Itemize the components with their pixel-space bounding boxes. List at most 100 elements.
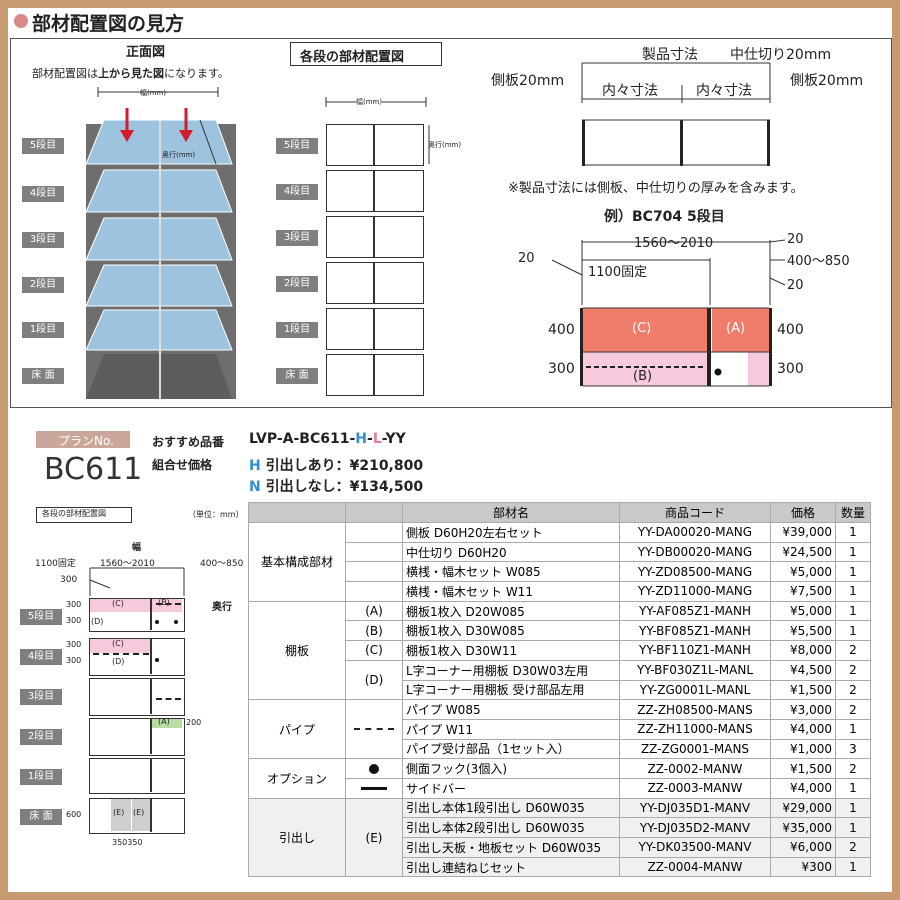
mini-2-a: [152, 719, 182, 728]
row-qty: 2: [835, 699, 871, 720]
example-title: 例）BC704 5段目: [604, 209, 725, 225]
mini-shelf-2: 2段目: [20, 729, 62, 745]
example-c: (C): [632, 321, 652, 336]
table-row: オプション 側面フック(3個入) ZZ-0002-MANW ¥1,500 2: [248, 758, 871, 799]
row-qty: 2: [835, 837, 871, 858]
row-price: ¥4,000: [770, 777, 836, 799]
price-with-drawer: H 引出しあり：¥210,800: [249, 458, 424, 474]
sidebar-symbol-icon: [345, 777, 403, 799]
col-header-symbol: [345, 502, 403, 523]
mini-shelf-4: 4段目: [20, 649, 62, 665]
mini-300: 300: [60, 575, 78, 585]
dim-divider: 中仕切り20mm: [730, 47, 832, 63]
col-header-qty: 数量: [835, 502, 871, 523]
mini-dim-lines: [89, 567, 185, 596]
mini-floor-e2-label: (E): [133, 808, 145, 817]
layout-title-box: [290, 42, 442, 66]
row-price: ¥35,000: [770, 817, 836, 838]
row-qty: 1: [835, 718, 871, 740]
group-option: オプション: [248, 758, 346, 799]
row-code: YY-BF030Z1L-MANL: [619, 659, 771, 681]
table-row: (C) 棚板1枚入 D30W11 YY-BF110Z1-MANH ¥8,000 …: [249, 640, 871, 661]
example-right-range: 400～850: [787, 254, 850, 269]
row-name: 横桟・幅木セット W11: [402, 581, 620, 602]
row-symbol: (B): [345, 620, 403, 642]
mini-right-range: 400～850: [200, 559, 244, 569]
mini-floor-600: 600: [66, 810, 82, 819]
mini-5-b-label: (B): [158, 598, 170, 607]
mini-shelf-5: 5段目: [20, 609, 62, 625]
example-right20a: 20: [787, 232, 804, 247]
row-code: YY-DA00020-MANG: [619, 522, 771, 543]
mini-4-c: [90, 639, 150, 653]
front-shelf-floor: 床 面: [22, 368, 64, 384]
layout-shelf-5: 5段目: [276, 138, 318, 154]
dim-note: ※製品寸法には側板、中仕切りの厚みを含みます。: [508, 181, 804, 196]
mini-floor-e2: [132, 799, 152, 831]
example-diagram: [551, 239, 786, 387]
row-price: ¥7,500: [770, 581, 836, 602]
row-qty: 2: [835, 679, 871, 701]
layout-depth-label: 奥行(mm): [428, 141, 462, 149]
row-name: 中仕切り D60H20: [402, 541, 620, 563]
col-header-code: 商品コード: [619, 502, 771, 523]
row-price: ¥1,500: [770, 758, 836, 779]
mini-divider: [150, 598, 152, 630]
dim-product: 製品寸法: [642, 47, 698, 63]
diagram-panel: [10, 38, 892, 408]
plan-label-bg: [36, 431, 130, 448]
row-qty: 2: [835, 640, 871, 661]
row-code: ZZ-0003-MANW: [619, 777, 771, 799]
dim-side-right: 側板20mm: [790, 73, 864, 89]
row-code: YY-BF085Z1-MANH: [619, 620, 771, 642]
mini-2-200: 200: [186, 718, 202, 727]
row-price: ¥6,000: [770, 837, 836, 858]
row-qty: 1: [835, 561, 871, 583]
layout-title: 各段の部材配置図: [300, 50, 405, 65]
row-code: YY-DB00020-MANG: [619, 541, 771, 563]
row-price: ¥39,000: [770, 522, 836, 543]
front-shelf-3: 3段目: [22, 232, 64, 248]
row-symbol: (D): [345, 659, 403, 701]
example-left20: 20: [518, 251, 535, 266]
table-header-row: 部材名 商品コード 価格 数量: [248, 502, 871, 523]
row-symbol: [345, 561, 403, 583]
row-name: 引出し本体2段引出し D60W035: [402, 817, 620, 838]
front-shelf-2: 2段目: [22, 277, 64, 293]
row-symbol: [345, 581, 403, 602]
front-shelf-1: 1段目: [22, 322, 64, 338]
example-right20b: 20: [787, 278, 804, 293]
layout-box-1: [326, 308, 424, 350]
row-code: ZZ-ZH11000-MANS: [619, 718, 771, 740]
row-name: サイドバー: [402, 777, 620, 799]
example-400-right: 400: [777, 322, 804, 338]
row-qty: 1: [835, 797, 871, 819]
col-header-price: 価格: [770, 502, 836, 523]
mini-unit: （単位：mm）: [188, 510, 244, 519]
table-row: 引出し連結ねじセット ZZ-0004-MANW ¥300 1: [249, 856, 871, 878]
table-row: 横桟・幅木セット W085 YY-ZD08500-MANG ¥5,000 1: [249, 561, 871, 583]
rec-code: LVP-A-BC611-H-L-YY: [249, 431, 406, 447]
layout-shelf-1: 1段目: [276, 322, 318, 338]
mini-5-d-label: (D): [91, 617, 104, 626]
table-row: 基本構成部材 側板 D60H20左右セット YY-DA00020-MANG ¥3…: [248, 522, 871, 602]
row-name: 側面フック(3個入): [402, 758, 620, 779]
row-price: ¥5,500: [770, 620, 836, 642]
mini-5-pipe: [156, 603, 181, 605]
row-qty: 1: [835, 817, 871, 838]
group-basic: 基本構成部材: [248, 522, 346, 602]
front-width-label: 幅(mm): [140, 89, 167, 97]
layout-depth-arrow: [428, 125, 430, 164]
plan-number: BC611: [44, 452, 143, 487]
section-title: 部材配置図の見方: [32, 13, 185, 35]
row-price: ¥3,000: [770, 699, 836, 720]
row-code: YY-ZG0001L-MANL: [619, 679, 771, 701]
mini-divider: [150, 718, 152, 754]
row-qty: 2: [835, 758, 871, 779]
mini-floor-e1: [111, 799, 131, 831]
row-name: L字コーナー用棚板 D30W03左用: [402, 659, 620, 681]
mini-fixed: 1100固定: [35, 559, 76, 569]
mini-4-300b: 300: [66, 656, 82, 665]
row-symbol: (C): [345, 640, 403, 661]
row-code: ZZ-0004-MANW: [619, 856, 771, 878]
